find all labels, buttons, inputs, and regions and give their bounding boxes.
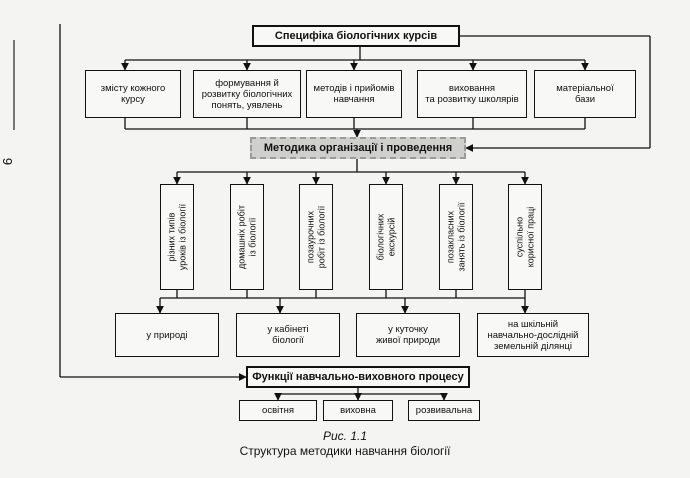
spec-item-material-base: матеріальної бази [534, 70, 636, 118]
place-item-classroom: у кабінеті біології [236, 313, 340, 357]
method-item-afterschool-label: позакласних занять із біології [445, 202, 467, 272]
method-item-lessons: різних типів уроків із біології [160, 184, 194, 290]
spec-item-concepts: формування й розвитку біологічних понять… [193, 70, 301, 118]
method-item-labor-label: суспільно корисної праці [514, 206, 536, 268]
spec-item-content: змісту кожного курсу [85, 70, 181, 118]
place-item-nature-corner: у куточку живої природи [356, 313, 460, 357]
method-item-extracurricular: позаурочних робіт із біології [299, 184, 333, 290]
functions-box: Функції навчально-виховного процесу [246, 366, 470, 388]
figure-label: Рис. 1.1 [322, 429, 368, 443]
function-item-upbringing: виховна [323, 400, 393, 421]
method-item-afterschool: позакласних занять із біології [439, 184, 473, 290]
place-item-school-plot: на шкільній навчально-дослідній земельні… [477, 313, 589, 357]
method-item-homework: домашніх робіт із біології [230, 184, 264, 290]
method-item-excursions-label: біологічних екскурсій [375, 213, 397, 261]
method-item-extracurricular-label: позаурочних робіт із біології [305, 205, 327, 269]
spec-item-upbringing: виховання та розвитку школярів [417, 70, 527, 118]
function-item-educational: освітня [239, 400, 317, 421]
method-item-labor: суспільно корисної праці [508, 184, 542, 290]
methodology-box: Методика організації і проведення [250, 137, 466, 159]
spec-item-methods: методів і прийомів навчання [306, 70, 402, 118]
method-item-homework-label: домашніх робіт із біології [236, 205, 258, 269]
place-item-nature: у природі [115, 313, 219, 357]
course-specifics-box: Специфіка біологічних курсів [252, 25, 460, 47]
method-item-excursions: біологічних екскурсій [369, 184, 403, 290]
page-number: 9 [0, 157, 16, 166]
function-item-developmental: розвивальна [408, 400, 480, 421]
method-item-lessons-label: різних типів уроків із біології [166, 203, 188, 271]
margin-rule [13, 40, 15, 130]
figure-title: Структура методики навчання біології [239, 444, 451, 458]
